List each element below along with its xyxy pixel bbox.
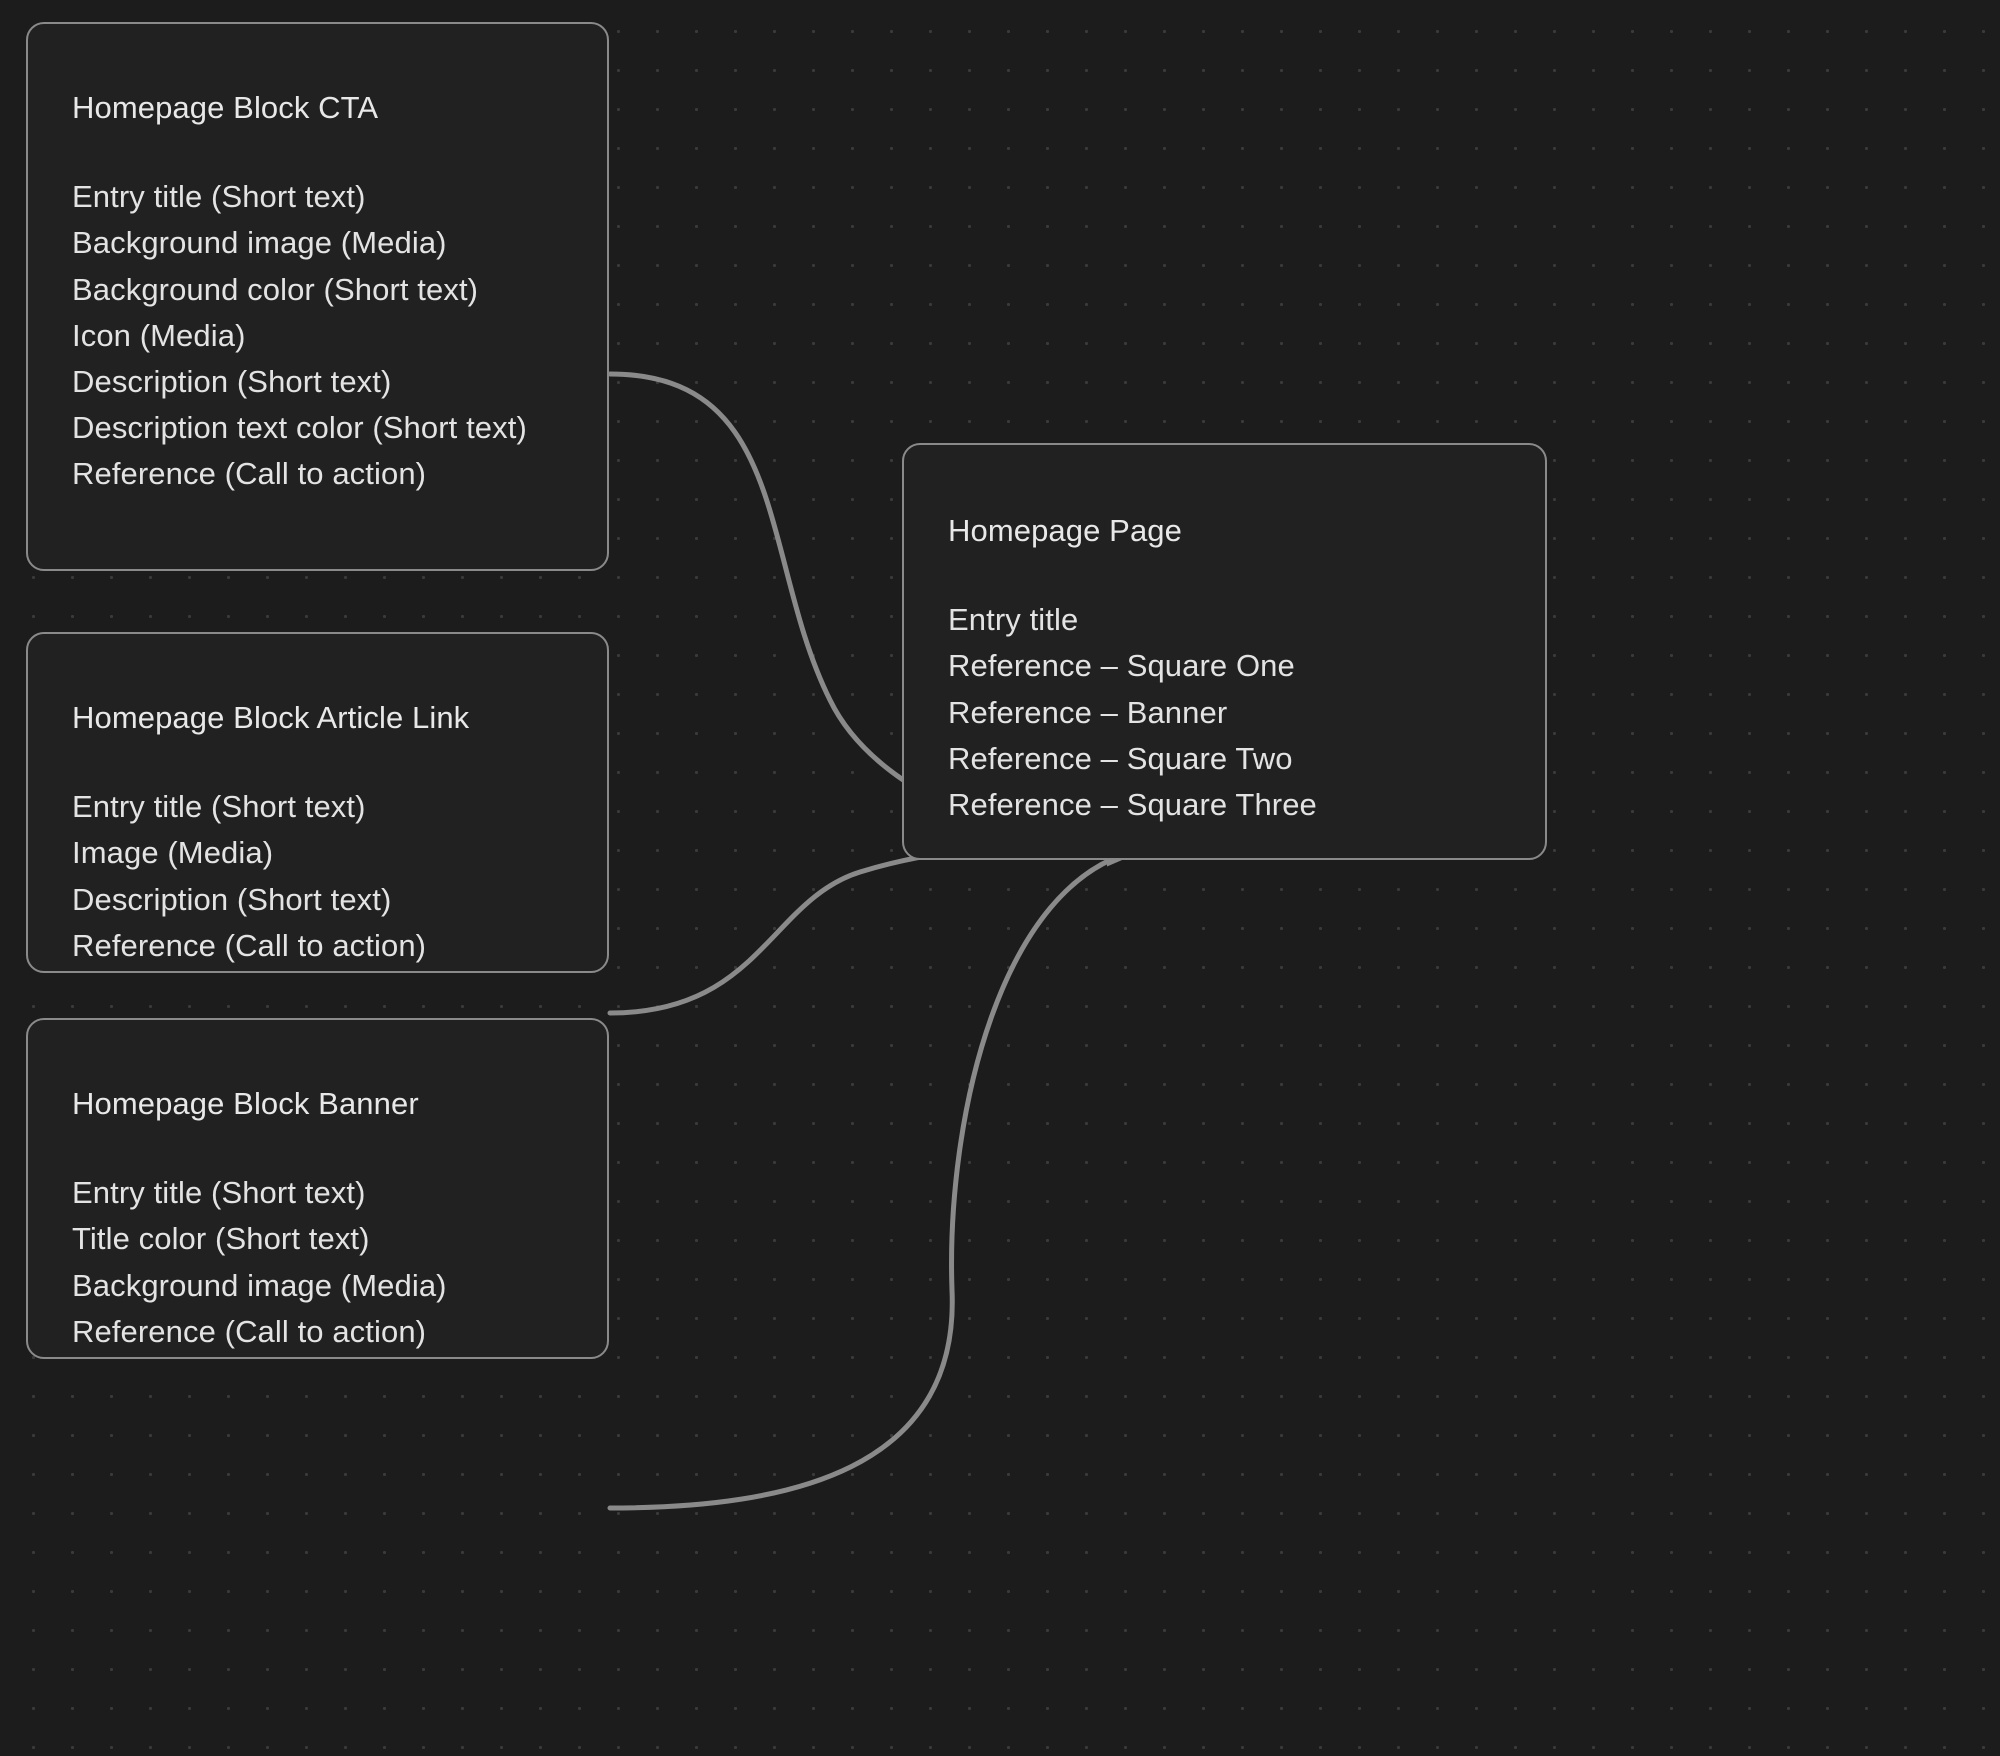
field-item: Entry title (948, 602, 1079, 638)
field-item: Image (Media) (72, 835, 274, 871)
field-item: Entry title (Short text) (72, 1175, 366, 1211)
field-list: Entry title (Short text) Image (Media) D… (72, 784, 563, 969)
node-homepage-block-article-link[interactable]: Homepage Block Article Link Entry title … (26, 632, 609, 973)
field-item: Reference – Square Three (948, 787, 1317, 823)
field-item: Description (Short text) (72, 364, 392, 400)
node-homepage-page[interactable]: Homepage Page Entry title Reference – Sq… (902, 443, 1547, 860)
field-item: Reference (Call to action) (72, 927, 427, 963)
field-item: Reference (Call to action) (72, 456, 427, 492)
field-item: Reference – Square Two (948, 740, 1293, 776)
field-item: Description (Short text) (72, 881, 392, 917)
field-list: Entry title (Short text) Background imag… (72, 174, 563, 497)
field-item: Title color (Short text) (72, 1221, 370, 1257)
node-title: Homepage Page (948, 513, 1182, 548)
node-title: Homepage Block Article Link (72, 700, 470, 735)
field-list: Entry title (Short text) Title color (Sh… (72, 1170, 563, 1355)
field-item: Background image (Media) (72, 225, 447, 261)
field-item: Background color (Short text) (72, 271, 479, 307)
field-item: Description text color (Short text) (72, 410, 527, 446)
node-title: Homepage Block Banner (72, 1086, 419, 1121)
field-item: Entry title (Short text) (72, 789, 366, 825)
node-homepage-block-cta[interactable]: Homepage Block CTA Entry title (Short te… (26, 22, 609, 571)
field-item: Entry title (Short text) (72, 179, 366, 215)
field-list: Entry title Reference – Square One Refer… (948, 597, 1501, 828)
field-item: Icon (Media) (72, 317, 246, 353)
node-homepage-block-banner[interactable]: Homepage Block Banner Entry title (Short… (26, 1018, 609, 1359)
field-item: Background image (Media) (72, 1267, 447, 1303)
edge-banner-to-page (607, 847, 1143, 1511)
field-item: Reference (Call to action) (72, 1313, 427, 1349)
field-item: Reference – Square One (948, 648, 1295, 684)
node-title: Homepage Block CTA (72, 90, 379, 125)
edge-article-to-page (607, 842, 1143, 1016)
field-item: Reference – Banner (948, 694, 1228, 730)
